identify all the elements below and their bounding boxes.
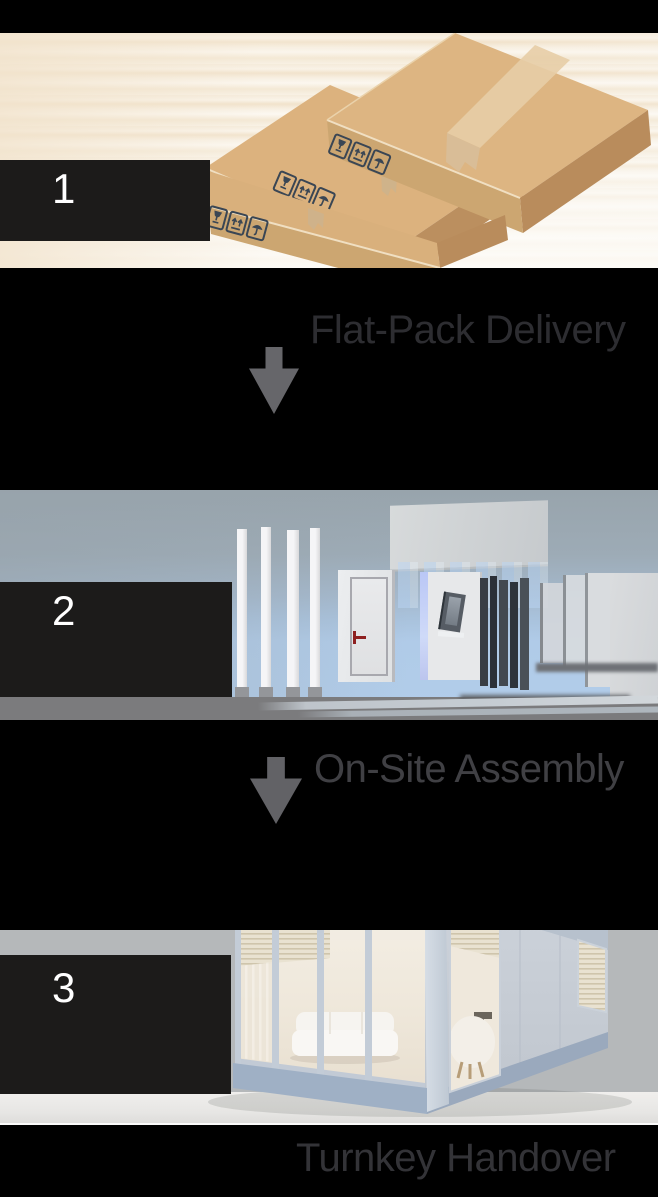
window-wall-panel [428, 572, 482, 680]
modular-cabin-illustration [208, 930, 632, 1117]
panel-shadow [536, 663, 658, 672]
fragile-glass-icon [272, 170, 298, 197]
packing-icons-row [328, 133, 392, 176]
fluffy-chair [450, 1016, 495, 1068]
post-base [308, 687, 322, 697]
stool-legs [456, 1061, 485, 1079]
post-base [235, 687, 249, 697]
side-window [577, 938, 607, 1014]
glass-door-frame [490, 576, 497, 688]
packing-tape [447, 45, 570, 148]
mullion [365, 930, 372, 1085]
glass-glow-strip [420, 572, 428, 680]
keep-dry-icon [245, 216, 269, 242]
window-blinds [450, 930, 500, 958]
glass-door-frame [480, 578, 488, 686]
window-frame [449, 930, 501, 1094]
keep-dry-icon [367, 149, 392, 176]
packing-tape-tail [446, 133, 480, 172]
mullion [272, 930, 279, 1072]
side-base-band [425, 1032, 608, 1114]
mullion [317, 930, 324, 1078]
glass-panel [540, 583, 564, 663]
step-number: 2 [52, 587, 76, 634]
corner-glass-door [450, 930, 500, 1092]
door-handle [353, 631, 366, 644]
door-leaf [350, 577, 388, 676]
arrow-down-icon [250, 757, 302, 824]
window-blinds [240, 930, 330, 966]
step-number: 1 [52, 165, 76, 212]
step-number: 3 [52, 964, 76, 1011]
this-side-up-icon [225, 210, 249, 236]
corner-pillar [424, 930, 449, 1112]
flat-pack-boxes-illustration [204, 33, 651, 268]
step-2-number-badge: 2 [0, 582, 232, 697]
glass-door-frame [499, 580, 508, 686]
glass-door-frame [520, 578, 529, 690]
this-side-up-icon [347, 141, 372, 168]
step-3-number-badge: 3 [0, 955, 231, 1094]
step-3-caption: Turnkey Handover [296, 1136, 616, 1180]
window-sill [437, 631, 465, 638]
post-base [286, 687, 300, 697]
door-wall-panel [338, 570, 395, 682]
post-base [259, 687, 273, 697]
wall-post [310, 528, 320, 697]
step-2-caption: On-Site Assembly [314, 747, 624, 791]
arrow-down-icon [249, 347, 299, 414]
front-base-band [233, 1063, 427, 1114]
white-wall-panel [610, 573, 658, 697]
fragile-glass-icon [328, 133, 353, 160]
step-1-image [0, 33, 658, 268]
wall-post [287, 530, 299, 697]
step-1-caption: Flat-Pack Delivery [310, 308, 626, 352]
cardboard-box [326, 33, 651, 233]
mullion [235, 930, 241, 1067]
glass-panel [563, 575, 586, 667]
glass-door-frame [510, 582, 518, 688]
wall-post [237, 529, 247, 697]
cardboard-box [205, 170, 508, 268]
floor-deck [0, 695, 658, 720]
wall-post [261, 527, 271, 697]
vent-window-glass [445, 596, 462, 626]
sofa [290, 1012, 400, 1064]
vent-window [438, 591, 466, 633]
packing-tape [308, 208, 324, 230]
step-1-number-badge: 1 [0, 160, 210, 241]
side-table [474, 1012, 492, 1019]
sheer-curtain [240, 962, 272, 1062]
bottom-spacer [0, 1125, 658, 1197]
